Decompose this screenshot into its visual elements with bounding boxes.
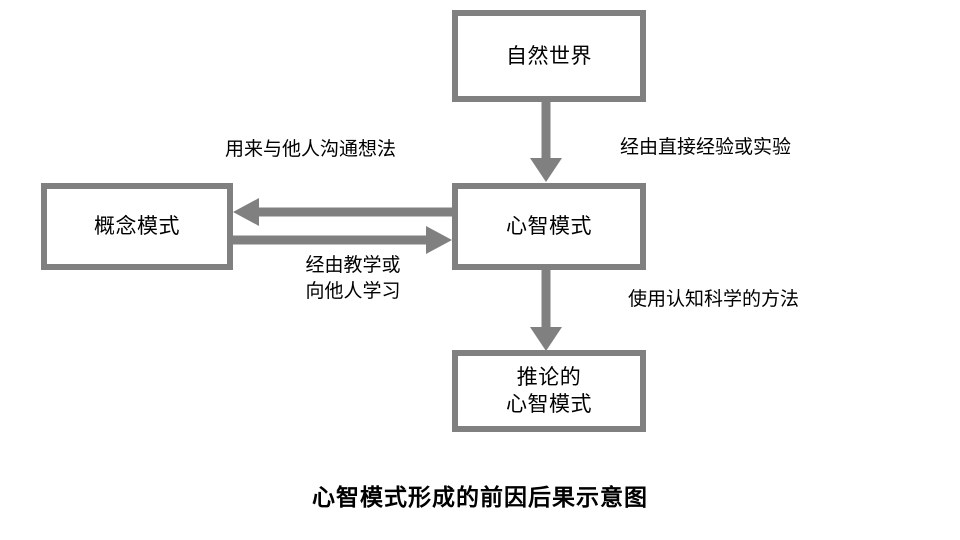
edge-label-communicate-ideas: 用来与他人沟通想法 [225,139,397,160]
node-natural-world-label: 自然世界 [506,44,592,68]
node-inferred-mental-model[interactable]: 推论的 心智模式 [452,350,646,432]
node-conceptual-model[interactable]: 概念模式 [41,183,233,270]
arrow-mental-model-to-conceptual-model [233,198,452,226]
node-natural-world[interactable]: 自然世界 [452,10,646,102]
node-conceptual-model-label: 概念模式 [94,215,180,238]
arrow-conceptual-model-to-mental-model [233,226,452,254]
diagram-title: 心智模式形成的前因后果示意图 [312,484,648,510]
node-mental-model-label: 心智模式 [506,215,592,238]
arrow-natural-world-to-mental-model [530,102,562,182]
edge-label-direct-experience: 经由直接经验或实验 [620,137,792,158]
node-inferred-mental-model-label: 推论的 心智模式 [506,366,592,416]
edge-label-teaching-learning: 经由教学或 向他人学习 [305,255,401,302]
edge-label-cognitive-science-method: 使用认知科学的方法 [628,289,800,310]
node-mental-model[interactable]: 心智模式 [452,183,646,270]
arrow-mental-model-to-inferred-mental-model [530,270,562,351]
